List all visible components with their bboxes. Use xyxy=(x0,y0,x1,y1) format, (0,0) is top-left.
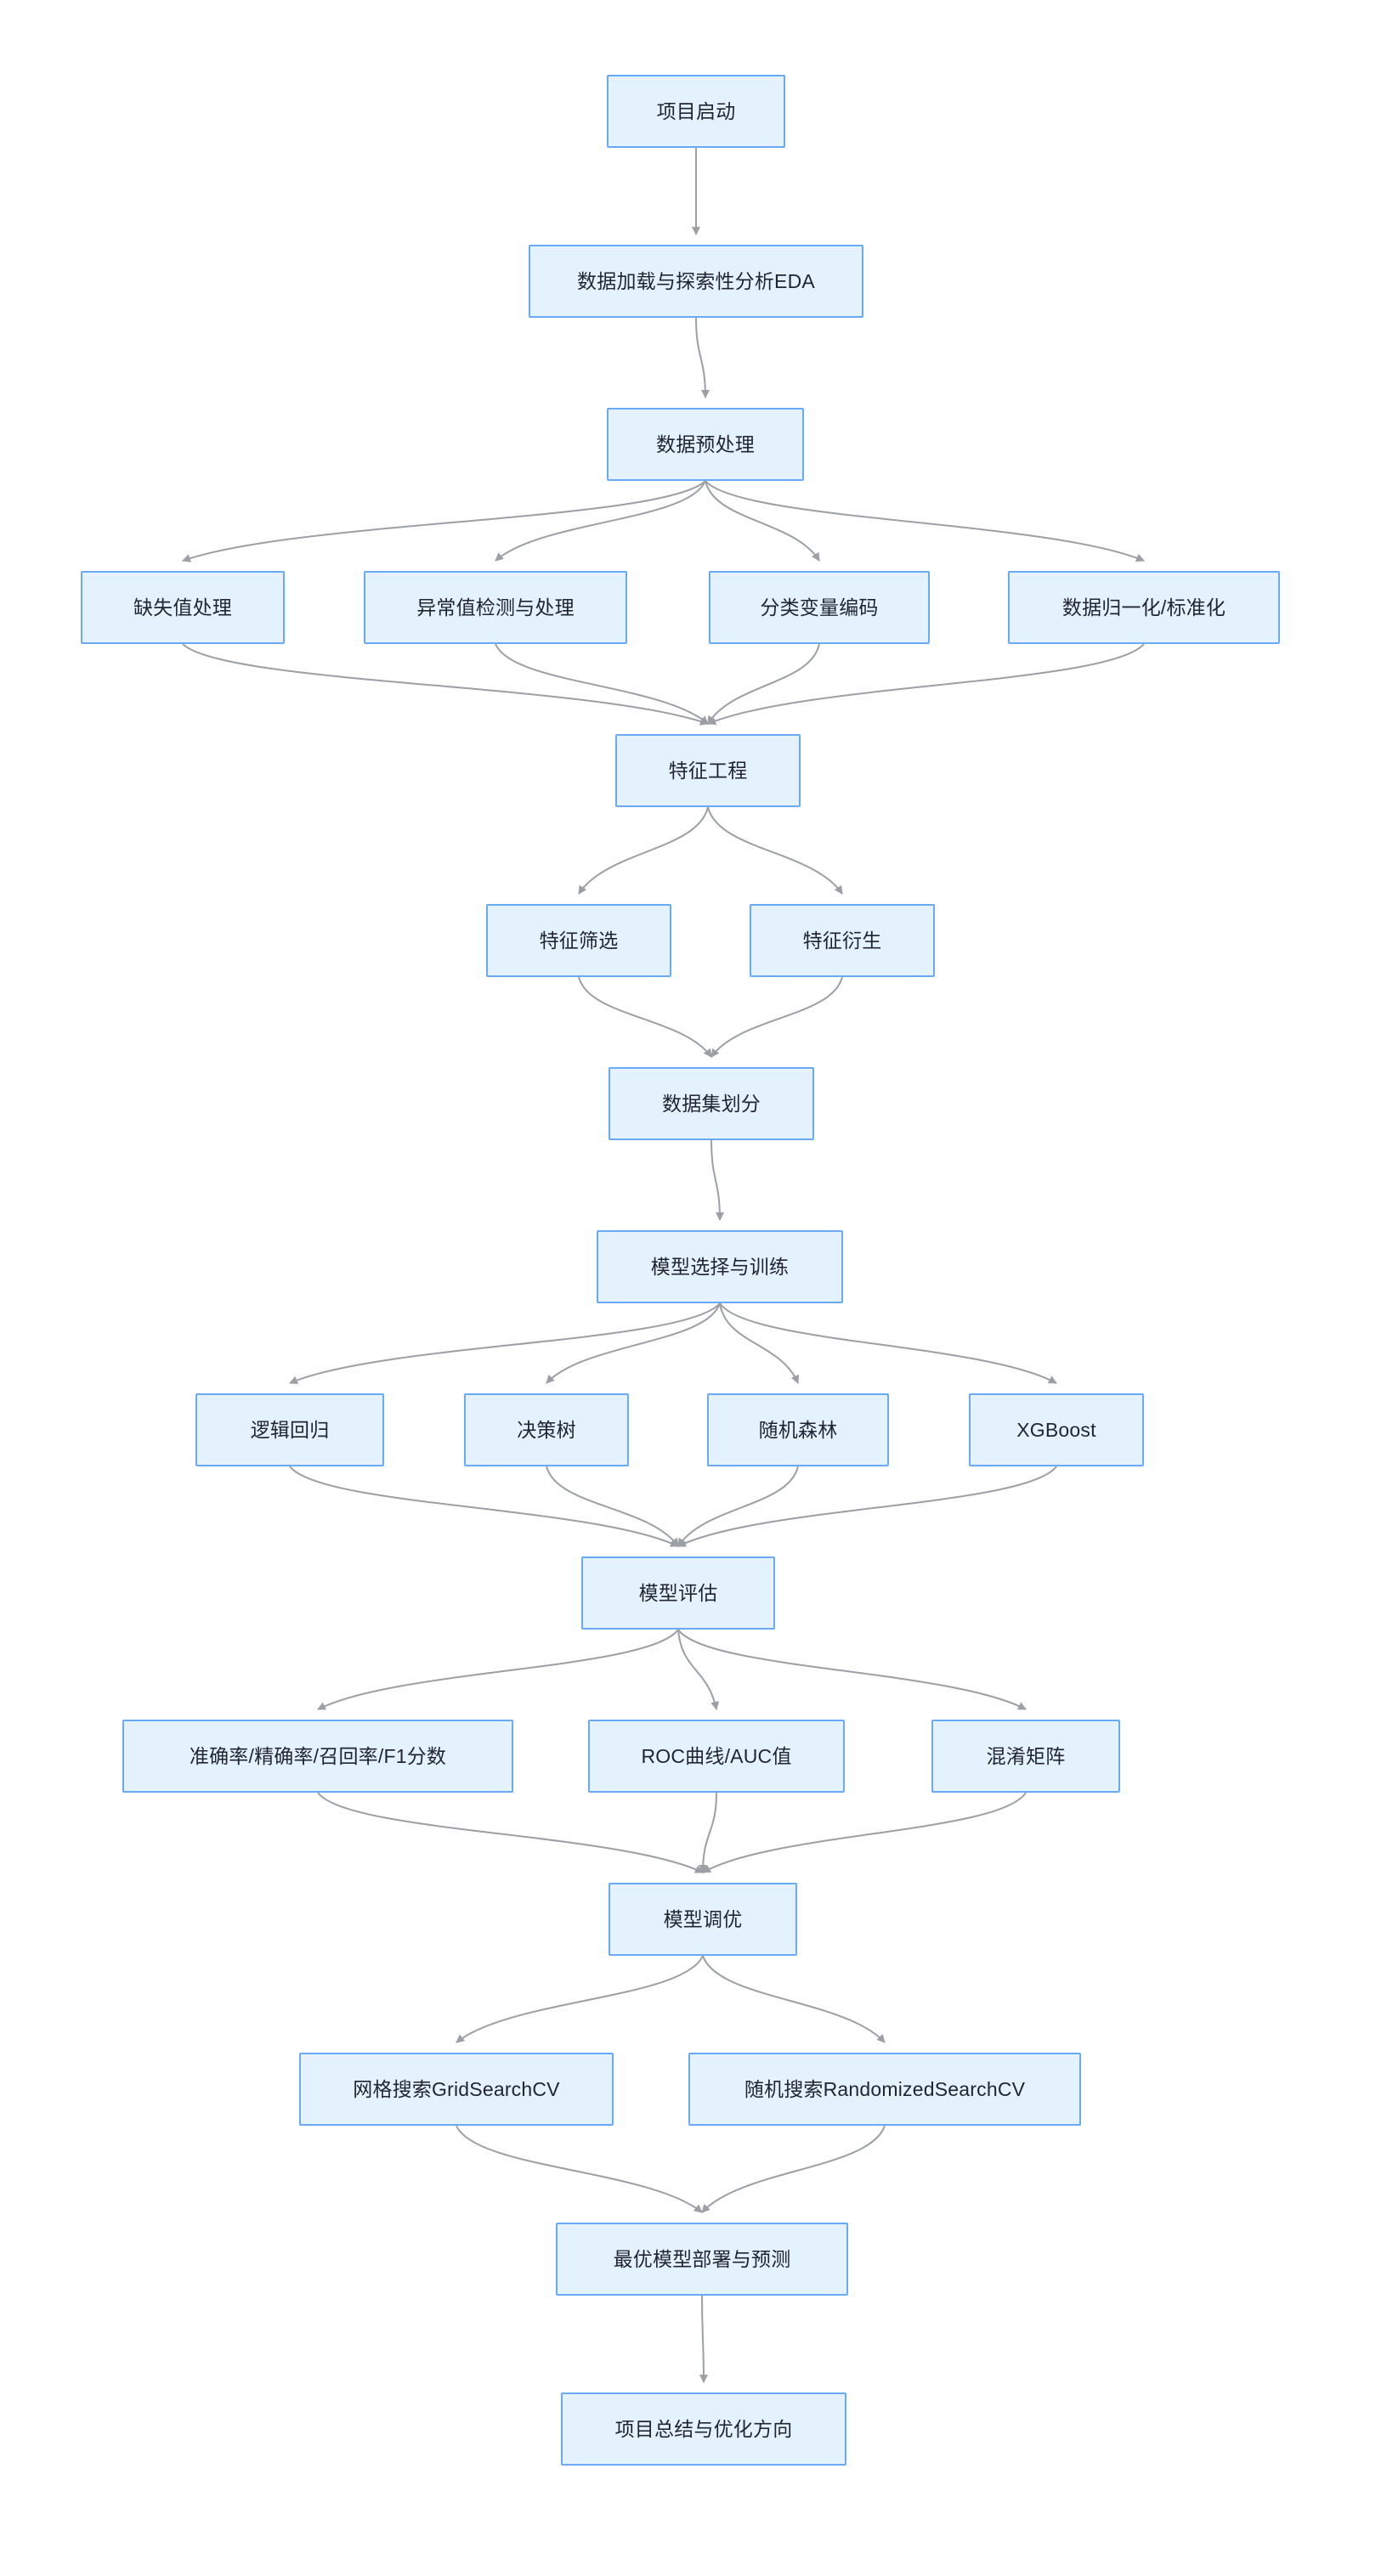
flowchart-node-label: 网格搜索GridSearchCV xyxy=(353,2077,560,2100)
flowchart-edge-scaling-to-feature_eng xyxy=(707,643,1145,726)
flowchart-node-label: 项目启动 xyxy=(656,99,736,122)
flowchart-edge-missing-to-feature_eng xyxy=(182,643,709,726)
flowchart-node-label: 逻辑回归 xyxy=(250,1418,330,1441)
flowchart-node-label: XGBoost xyxy=(1016,1418,1096,1441)
flowchart-edge-tuning-to-gridsearch xyxy=(456,1955,704,2043)
flowchart-node-split[interactable]: 数据集划分 xyxy=(609,1067,814,1140)
flowchart-node-label: 随机搜索RandomizedSearchCV xyxy=(744,2077,1026,2100)
flowchart-node-start[interactable]: 项目启动 xyxy=(607,75,785,148)
flowchart-edge-xgboost-to-evaluate xyxy=(677,1466,1057,1547)
flowchart-edge-model_train-to-rf xyxy=(719,1302,800,1384)
flowchart-node-eda[interactable]: 数据加载与探索性分析EDA xyxy=(529,245,863,318)
flowchart-edge-logreg-to-evaluate xyxy=(289,1466,679,1547)
flowchart-edge-feature_eng-to-feat_select xyxy=(578,806,709,895)
flowchart-node-label: 数据加载与探索性分析EDA xyxy=(577,269,815,292)
flowchart-edge-split-to-model_train xyxy=(710,1139,724,1221)
flowchart-node-label: 混淆矩阵 xyxy=(986,1744,1066,1767)
flowchart-node-summary[interactable]: 项目总结与优化方向 xyxy=(561,2392,846,2466)
flowchart-node-label: 模型调优 xyxy=(663,1907,743,1930)
flowchart-node-evaluate[interactable]: 模型评估 xyxy=(581,1556,775,1630)
flowchart-node-label: 数据预处理 xyxy=(656,432,755,455)
flowchart-edge-preprocess-to-outlier xyxy=(495,480,706,562)
flowchart-edge-preprocess-to-missing xyxy=(182,480,706,562)
flowchart-node-label: 模型评估 xyxy=(638,1581,718,1604)
flowchart-edge-randomsearch-to-deploy xyxy=(701,2125,886,2213)
flowchart-edge-evaluate-to-confusion xyxy=(677,1629,1027,1710)
flowchart-node-label: 特征衍生 xyxy=(802,929,882,952)
flowchart-node-label: 准确率/精确率/召回率/F1分数 xyxy=(189,1744,447,1767)
flowchart-node-preprocess[interactable]: 数据预处理 xyxy=(607,408,804,481)
flowchart-node-label: ROC曲线/AUC值 xyxy=(641,1744,792,1767)
flowchart-node-confusion[interactable]: 混淆矩阵 xyxy=(931,1720,1120,1793)
flowchart-node-label: 特征工程 xyxy=(668,759,748,782)
flowchart-edge-metrics-to-tuning xyxy=(317,1792,704,1873)
flowchart-edge-outlier-to-feature_eng xyxy=(495,643,709,725)
flowchart-node-label: 特征筛选 xyxy=(539,929,619,952)
flowchart-edge-roc_auc-to-tuning xyxy=(699,1792,717,1873)
flowchart-node-outlier[interactable]: 异常值检测与处理 xyxy=(364,571,627,644)
flowchart-node-randomsearch[interactable]: 随机搜索RandomizedSearchCV xyxy=(688,2053,1081,2126)
flowchart-node-scaling[interactable]: 数据归一化/标准化 xyxy=(1008,571,1280,644)
flowchart-edge-dtree-to-evaluate xyxy=(546,1466,679,1547)
flowchart-node-missing[interactable]: 缺失值处理 xyxy=(81,571,285,644)
flowchart-edge-evaluate-to-roc_auc xyxy=(677,1629,720,1710)
flowchart-node-feature_eng[interactable]: 特征工程 xyxy=(615,734,801,807)
flowchart-node-label: 缺失值处理 xyxy=(133,596,232,619)
flowchart-node-label: 随机森林 xyxy=(758,1418,838,1441)
flowchart-edge-model_train-to-xgboost xyxy=(719,1302,1057,1384)
flowchart-node-model_train[interactable]: 模型选择与训练 xyxy=(597,1230,843,1303)
flowchart-node-label: 项目总结与优化方向 xyxy=(614,2417,793,2440)
flowchart-node-dtree[interactable]: 决策树 xyxy=(464,1393,629,1466)
flowchart-node-gridsearch[interactable]: 网格搜索GridSearchCV xyxy=(299,2053,614,2126)
flowchart-node-label: 数据集划分 xyxy=(662,1092,761,1115)
flowchart-edge-preprocess-to-encoding xyxy=(705,480,820,562)
flowchart-edge-tuning-to-randomsearch xyxy=(702,1955,886,2043)
flowchart-node-label: 数据归一化/标准化 xyxy=(1061,596,1226,619)
flowchart-node-rf[interactable]: 随机森林 xyxy=(707,1393,889,1466)
flowchart-node-label: 模型选择与训练 xyxy=(650,1255,790,1278)
flowchart-edge-encoding-to-feature_eng xyxy=(707,643,820,725)
flowchart-edge-gridsearch-to-deploy xyxy=(456,2125,703,2213)
flowchart-edge-model_train-to-dtree xyxy=(546,1302,721,1384)
flowchart-edge-confusion-to-tuning xyxy=(702,1792,1027,1873)
flowchart-node-tuning[interactable]: 模型调优 xyxy=(609,1883,797,1956)
flowchart-node-deploy[interactable]: 最优模型部署与预测 xyxy=(556,2223,848,2296)
flowchart-edge-feat_select-to-split xyxy=(578,976,712,1058)
flowchart-node-feat_derive[interactable]: 特征衍生 xyxy=(750,904,935,977)
flowchart-node-encoding[interactable]: 分类变量编码 xyxy=(709,571,930,644)
flowchart-node-roc_auc[interactable]: ROC曲线/AUC值 xyxy=(588,1720,845,1793)
flowchart-edge-model_train-to-logreg xyxy=(289,1302,721,1385)
flowchart-edge-feat_derive-to-split xyxy=(710,976,843,1058)
flowchart-node-feat_select[interactable]: 特征筛选 xyxy=(486,904,671,977)
flowchart-node-label: 异常值检测与处理 xyxy=(416,596,575,619)
flowchart-edge-feature_eng-to-feat_derive xyxy=(707,806,843,895)
flowchart-node-metrics[interactable]: 准确率/精确率/召回率/F1分数 xyxy=(122,1720,513,1793)
flowchart-node-logreg[interactable]: 逻辑回归 xyxy=(195,1393,384,1466)
flowchart-edge-evaluate-to-metrics xyxy=(317,1629,679,1710)
flowchart-edge-rf-to-evaluate xyxy=(677,1466,799,1547)
flowchart-node-label: 分类变量编码 xyxy=(760,596,879,619)
flowchart-node-xgboost[interactable]: XGBoost xyxy=(969,1393,1144,1466)
flowchart-edge-deploy-to-summary xyxy=(699,2295,708,2383)
flowchart-edge-preprocess-to-scaling xyxy=(705,480,1145,562)
flowchart-node-label: 决策树 xyxy=(517,1418,576,1441)
flowchart-edge-eda-to-preprocess xyxy=(695,317,710,398)
flowchart-node-label: 最优模型部署与预测 xyxy=(613,2247,791,2270)
